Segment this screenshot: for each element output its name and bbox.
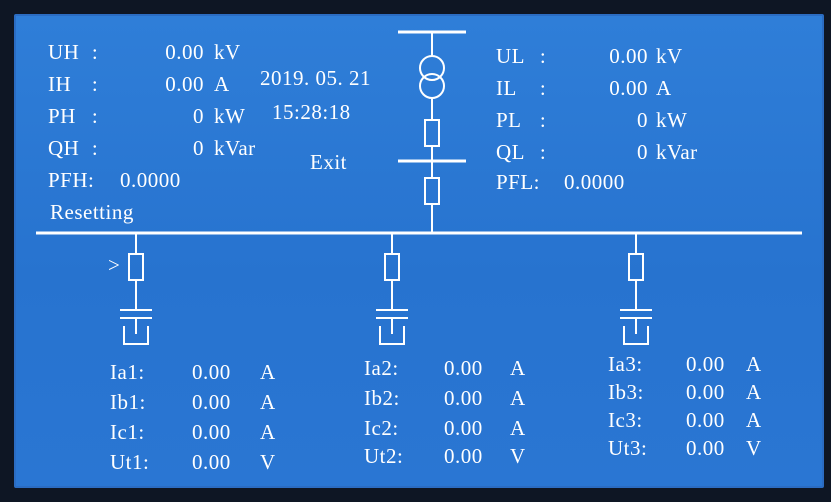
uh-label: UH — [48, 40, 80, 64]
pl-label: PL — [496, 108, 522, 132]
ic2-label: Ic2: — [364, 416, 399, 440]
ib3-label: Ib3: — [608, 380, 644, 404]
ia2-value: 0.00 — [444, 356, 483, 380]
ql-label: QL — [496, 140, 525, 164]
il-label: IL — [496, 76, 517, 100]
ground-icon — [623, 326, 649, 345]
qh-value: 0 — [193, 136, 204, 160]
qh-label: QH — [48, 136, 80, 160]
capacitor-icon — [120, 309, 152, 319]
ic1-label: Ic1: — [110, 420, 145, 444]
ut1-value: 0.00 — [192, 450, 231, 474]
ic2-unit: A — [510, 416, 526, 440]
ph-unit: kW — [214, 104, 246, 128]
breaker-icon — [628, 253, 644, 281]
ut3-label: Ut3: — [608, 436, 648, 460]
ia2-label: Ia2: — [364, 356, 399, 380]
ih-value: 0.00 — [165, 72, 204, 96]
breaker-icon — [384, 253, 400, 281]
time-display: 15:28:18 — [272, 100, 351, 124]
ql-value: 0 — [637, 140, 648, 164]
ul-unit: kV — [656, 44, 683, 68]
single-line-diagram — [36, 30, 802, 345]
ih-colon: : — [91, 72, 99, 96]
pl-unit: kW — [656, 108, 688, 132]
ql-colon: : — [539, 140, 547, 164]
uh-value: 0.00 — [165, 40, 204, 64]
ut2-unit: V — [510, 444, 526, 468]
ic3-label: Ic3: — [608, 408, 643, 432]
ib1-label: Ib1: — [110, 390, 146, 414]
ground-icon — [379, 326, 405, 345]
breaker-icon — [128, 253, 144, 281]
exit-button[interactable]: Exit — [310, 150, 347, 174]
breaker-icon — [424, 177, 440, 205]
ib1-value: 0.00 — [192, 390, 231, 414]
uh-colon: : — [91, 40, 99, 64]
ih-label: IH — [48, 72, 72, 96]
il-unit: A — [656, 76, 672, 100]
ic2-value: 0.00 — [444, 416, 483, 440]
branch-1-diagram — [120, 233, 152, 345]
capacitor-icon — [376, 309, 408, 319]
il-colon: : — [539, 76, 547, 100]
ia3-value: 0.00 — [686, 352, 725, 376]
ic3-value: 0.00 — [686, 408, 725, 432]
branch-2-diagram — [376, 233, 408, 345]
status-text: Resetting — [50, 200, 134, 224]
ph-colon: : — [91, 104, 99, 128]
pfl-value: 0.0000 — [564, 170, 625, 194]
pfh-value: 0.0000 — [120, 168, 181, 192]
capacitor-icon — [620, 309, 652, 319]
qh-unit: kVar — [214, 136, 256, 160]
breaker-icon — [424, 119, 440, 147]
ic1-value: 0.00 — [192, 420, 231, 444]
ih-unit: A — [214, 72, 230, 96]
ib2-value: 0.00 — [444, 386, 483, 410]
ia3-unit: A — [746, 352, 762, 376]
ph-label: PH — [48, 104, 76, 128]
pl-value: 0 — [637, 108, 648, 132]
ul-colon: : — [539, 44, 547, 68]
hmi-screen: > UH : 0.00 kV IH : 0.00 A PH : 0 kW — [14, 14, 824, 488]
ul-label: UL — [496, 44, 525, 68]
selection-cursor-icon: > — [108, 253, 121, 277]
uh-unit: kV — [214, 40, 241, 64]
date-display: 2019. 05. 21 — [260, 66, 371, 90]
ib3-value: 0.00 — [686, 380, 725, 404]
ia1-label: Ia1: — [110, 360, 145, 384]
ground-icon — [123, 326, 149, 345]
ut2-label: Ut2: — [364, 444, 404, 468]
pl-colon: : — [539, 108, 547, 132]
ic3-unit: A — [746, 408, 762, 432]
ia2-unit: A — [510, 356, 526, 380]
ut1-unit: V — [260, 450, 276, 474]
ut2-value: 0.00 — [444, 444, 483, 468]
ph-value: 0 — [193, 104, 204, 128]
ut3-value: 0.00 — [686, 436, 725, 460]
ia1-unit: A — [260, 360, 276, 384]
ib3-unit: A — [746, 380, 762, 404]
ul-value: 0.00 — [609, 44, 648, 68]
transformer-icon — [419, 55, 445, 99]
ic1-unit: A — [260, 420, 276, 444]
ib2-unit: A — [510, 386, 526, 410]
pfh-label: PFH: — [48, 168, 95, 192]
pfl-label: PFL: — [496, 170, 541, 194]
qh-colon: : — [91, 136, 99, 160]
ut3-unit: V — [746, 436, 762, 460]
ql-unit: kVar — [656, 140, 698, 164]
il-value: 0.00 — [609, 76, 648, 100]
ia1-value: 0.00 — [192, 360, 231, 384]
ia3-label: Ia3: — [608, 352, 643, 376]
ut1-label: Ut1: — [110, 450, 150, 474]
branch-3-diagram — [620, 233, 652, 345]
ib2-label: Ib2: — [364, 386, 400, 410]
ib1-unit: A — [260, 390, 276, 414]
